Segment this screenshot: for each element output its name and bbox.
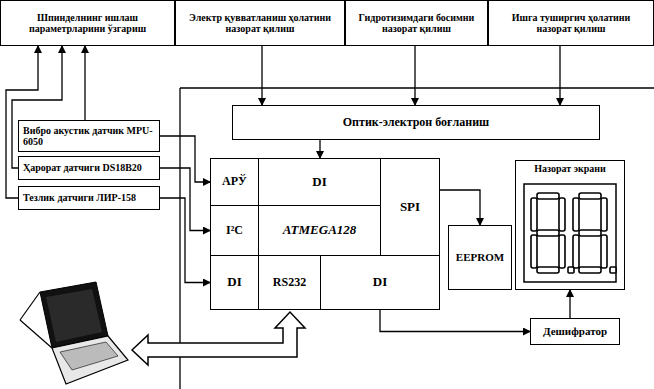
frame-line (180, 87, 654, 88)
node-text: Вибро акустик датчик MPU-6050 (23, 125, 155, 148)
sensor-box: Ҳарорат датчиги DS18B20 (18, 156, 160, 180)
node-text: Дешифратор (543, 325, 607, 338)
node-text: EEPROM (456, 251, 504, 264)
signal-connector (380, 310, 530, 332)
process-box: Шпинделнинг ишлаш параметрларини ўзгариш (0, 0, 175, 46)
node-text: Ҳарорат датчиги DS18B20 (23, 162, 142, 174)
node-text: Шпинделнинг ишлаш параметрларини ўзгариш (5, 12, 170, 35)
interface-band: Оптик-электрон боғланиш (232, 105, 600, 140)
seven-segment-digits (531, 193, 616, 273)
mcu-cell: АРЎ (210, 158, 259, 206)
mcu-cell: ATMEGA128 (258, 205, 381, 256)
node-text: SPI (400, 200, 420, 215)
node-text: АРЎ (222, 175, 247, 189)
laptop-icon (20, 282, 128, 384)
node-text: RS232 (273, 276, 306, 290)
signal-connector (319, 140, 320, 158)
memory-box: EEPROM (448, 225, 512, 290)
signal-connector (569, 290, 570, 318)
mcu-cell: RS232 (258, 255, 321, 310)
process-box: Гидротизимдаги босимни назорат қилиш (345, 0, 488, 46)
signal-connector (414, 46, 415, 105)
signal-connector (559, 46, 560, 105)
signal-connector (261, 46, 262, 105)
process-box: Электр қувватланиш ҳолатини назорат қили… (175, 0, 345, 46)
node-text: DI (373, 275, 387, 290)
display-window (524, 184, 616, 282)
signal-connector (84, 46, 85, 120)
node-text: I²C (226, 224, 243, 238)
node-text: DI (312, 175, 326, 190)
sensor-box: Вибро акустик датчик MPU-6050 (18, 120, 160, 152)
signal-connector (160, 136, 210, 182)
signal-connector (440, 190, 480, 225)
mcu-cell: DI (210, 255, 259, 310)
mcu-cell: I²C (210, 205, 259, 256)
node-text: ATMEGA128 (283, 223, 357, 238)
mcu-cell: DI (258, 158, 381, 206)
node-text: DI (227, 275, 241, 290)
mcu-cell: SPI (380, 158, 440, 256)
sensor-box: Тезлик датчиги ЛИР-158 (18, 186, 160, 210)
node-text: Гидротизимдаги босимни назорат қилиш (350, 12, 483, 35)
display-panel: Назорат экрани (515, 160, 625, 290)
node-text: Электр қувватланиш ҳолатини назорат қили… (180, 12, 340, 35)
node-text: Назорат экрани (534, 163, 606, 175)
mcu-cell: DI (320, 255, 440, 310)
decoder-box: Дешифратор (530, 318, 620, 345)
process-box: Ишга туширгич ҳолатини назорат қилиш (488, 0, 654, 46)
node-text: Ишга туширгич ҳолатини назорат қилиш (493, 12, 649, 35)
node-text: Оптик-электрон боғланиш (343, 116, 490, 130)
node-text: Тезлик датчиги ЛИР-158 (23, 192, 136, 204)
data-bus-arrow (132, 312, 305, 365)
signal-connector (160, 198, 210, 283)
